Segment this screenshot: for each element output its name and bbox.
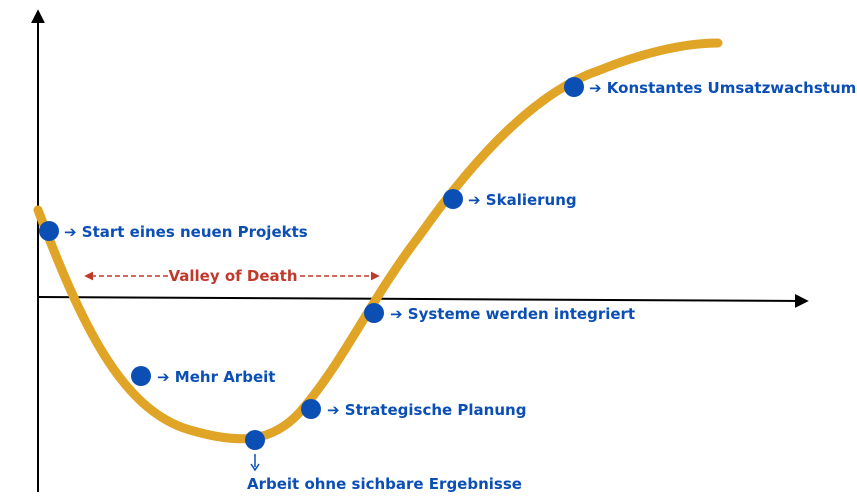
milestone-ohne-ergebnisse: Arbeit ohne sichbare Ergebnisse [245,430,522,493]
milestone-marker [443,189,463,209]
down-arrow-head [250,463,260,472]
milestone-systeme: ➔ Systeme werden integriert [364,303,635,323]
svg-text:➔ Konstantes Umsatzwachstum: ➔ Konstantes Umsatzwachstum [589,79,856,97]
x-axis [37,293,809,308]
svg-text:➔ Mehr Arbeit: ➔ Mehr Arbeit [157,368,275,386]
milestone-mehr-arbeit: ➔ Mehr Arbeit [131,366,275,386]
milestone-label: Start eines neuen Projekts [82,223,308,241]
svg-text:➔ Strategische Planung: ➔ Strategische Planung [327,401,526,419]
milestone-marker [131,366,151,386]
milestone-marker [564,77,584,97]
arrow-glyph: ➔ [468,191,486,209]
milestone-strategische-planung: ➔ Strategische Planung [301,399,526,419]
milestone-marker [301,399,321,419]
arrow-glyph: ➔ [390,305,408,323]
arrow-glyph: ➔ [327,401,345,419]
progress-curve [33,38,723,444]
milestone-umsatzwachstum: ➔ Konstantes Umsatzwachstum [564,77,856,97]
milestone-label: Mehr Arbeit [175,368,276,386]
svg-text:➔ Start eines neuen Projekts: ➔ Start eines neuen Projekts [64,223,308,241]
milestone-label: Systeme werden integriert [408,305,635,323]
milestone-label: Konstantes Umsatzwachstum [607,79,856,97]
milestone-label: Skalierung [486,191,577,209]
milestone-skalierung: ➔ Skalierung [443,189,577,209]
arrow-glyph: ➔ [64,223,82,241]
milestone-marker [245,430,265,450]
milestone-start: ➔ Start eines neuen Projekts [39,221,308,241]
milestone-label: Strategische Planung [345,401,527,419]
milestone-marker [364,303,384,323]
valley-label: Valley of Death [168,267,297,285]
svg-text:➔ Systeme werden integriert: ➔ Systeme werden integriert [390,305,635,323]
arrow-glyph: ➔ [589,79,607,97]
milestone-marker [39,221,59,241]
arrow-glyph: ➔ [157,368,175,386]
milestone-label: Arbeit ohne sichbare Ergebnisse [247,475,522,493]
svg-text:➔ Skalierung: ➔ Skalierung [468,191,577,209]
